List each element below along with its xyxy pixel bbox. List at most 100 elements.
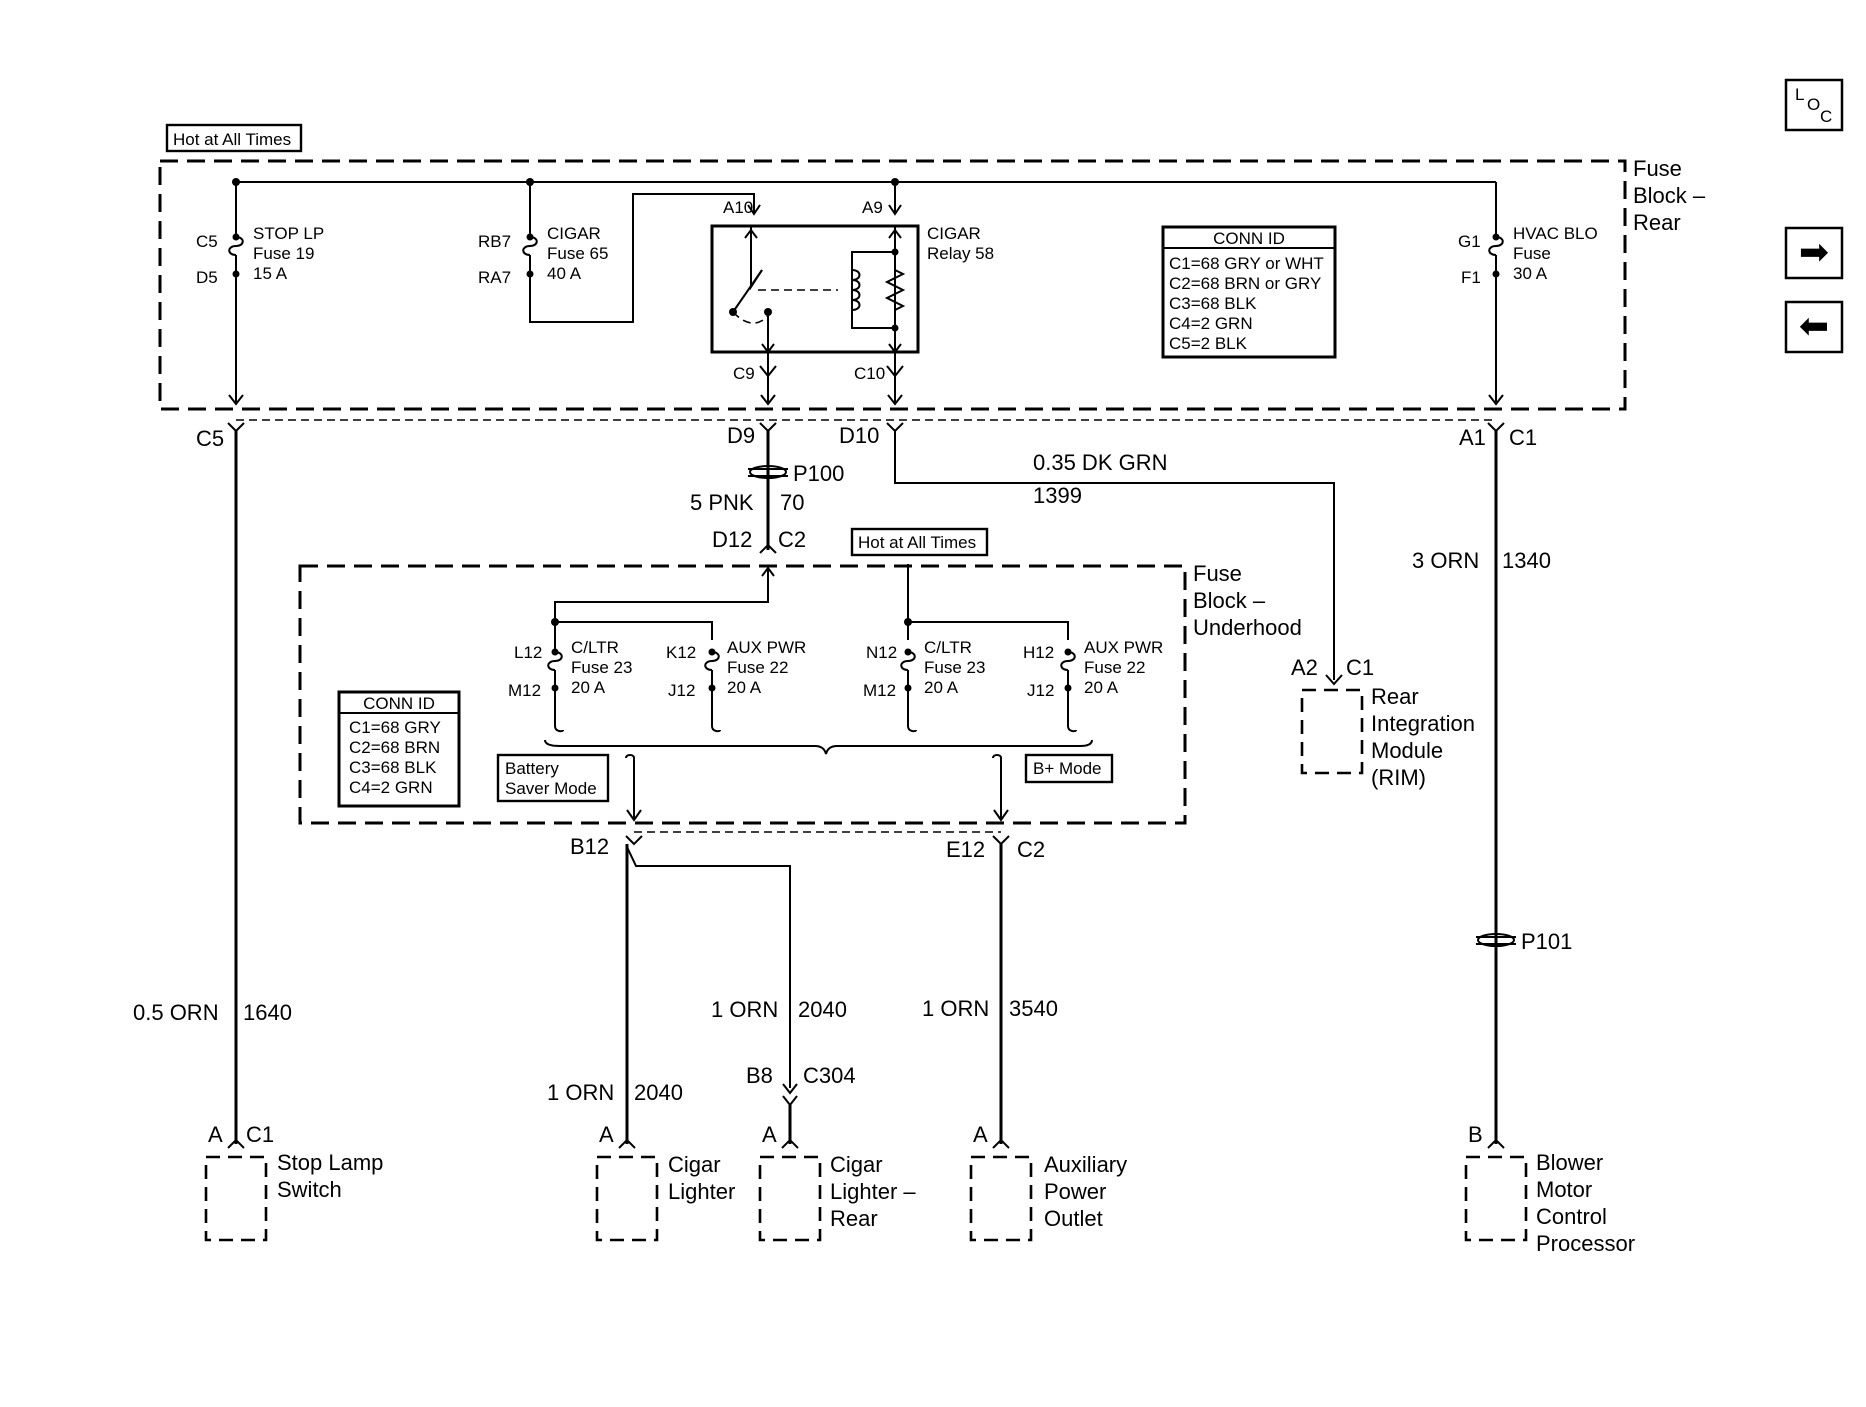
svg-text:Fuse 22: Fuse 22 bbox=[727, 658, 788, 677]
fuse-block-underhood-title: Fuse Block – Underhood bbox=[1193, 561, 1302, 640]
svg-text:C4=2 GRN: C4=2 GRN bbox=[1169, 314, 1253, 333]
svg-text:E12: E12 bbox=[946, 837, 985, 862]
svg-text:Rear: Rear bbox=[830, 1206, 878, 1231]
svg-text:C9: C9 bbox=[733, 364, 755, 383]
svg-text:C2: C2 bbox=[778, 527, 806, 552]
svg-text:Cigar: Cigar bbox=[830, 1152, 883, 1177]
svg-text:A: A bbox=[762, 1122, 777, 1147]
svg-text:N12: N12 bbox=[866, 643, 897, 662]
cigar-lighter: A Cigar Lighter bbox=[595, 1122, 735, 1242]
b-plus-mode-label: B+ Mode bbox=[1024, 753, 1114, 784]
stop-lamp-switch: A C1 Stop Lamp Switch bbox=[204, 1122, 383, 1242]
svg-text:70: 70 bbox=[780, 490, 804, 515]
svg-text:L: L bbox=[1795, 85, 1804, 104]
svg-text:C1=68 GRY or WHT: C1=68 GRY or WHT bbox=[1169, 254, 1324, 273]
svg-text:1340: 1340 bbox=[1502, 548, 1551, 573]
svg-text:Lighter –: Lighter – bbox=[830, 1179, 916, 1204]
prev-page-button[interactable]: ⬅ bbox=[1784, 300, 1844, 354]
svg-text:Auxiliary: Auxiliary bbox=[1044, 1152, 1127, 1177]
svg-text:1 ORN: 1 ORN bbox=[922, 996, 989, 1021]
underhood-bus bbox=[551, 564, 1069, 640]
cigar-fuse-65: RB7 RA7 CIGAR Fuse 65 40 A bbox=[478, 182, 761, 323]
svg-text:0.35 DK GRN: 0.35 DK GRN bbox=[1033, 450, 1168, 475]
svg-text:C304: C304 bbox=[803, 1063, 856, 1088]
svg-text:CONN ID: CONN ID bbox=[1213, 229, 1285, 248]
svg-text:2040: 2040 bbox=[634, 1080, 683, 1105]
cigar-lighter-rear: A Cigar Lighter – Rear bbox=[758, 1122, 916, 1242]
svg-text:C: C bbox=[1820, 107, 1832, 126]
svg-text:3 ORN: 3 ORN bbox=[1412, 548, 1479, 573]
svg-text:Cigar: Cigar bbox=[668, 1152, 721, 1177]
svg-text:D5: D5 bbox=[196, 268, 218, 287]
arrow-right-icon: ➡ bbox=[1799, 231, 1829, 272]
svg-text:40 A: 40 A bbox=[547, 264, 582, 283]
svg-text:AUX PWR: AUX PWR bbox=[1084, 638, 1163, 657]
svg-text:C1: C1 bbox=[246, 1122, 274, 1147]
svg-text:A: A bbox=[973, 1122, 988, 1147]
hvac-blo-fuse: G1 F1 HVAC BLO Fuse 30 A bbox=[1458, 182, 1598, 406]
svg-text:M12: M12 bbox=[508, 681, 541, 700]
svg-text:C3=68 BLK: C3=68 BLK bbox=[349, 758, 437, 777]
rear-integration-module: A2 C1 Rear Integration Module (RIM) bbox=[1291, 655, 1475, 790]
fuse-block-rear: Fuse Block – Rear bbox=[158, 156, 1706, 411]
c-ltr-fuse-23-left: L12 M12 C/LTR Fuse 23 20 A bbox=[508, 638, 632, 733]
svg-text:Integration: Integration bbox=[1371, 711, 1475, 736]
svg-text:20 A: 20 A bbox=[924, 678, 959, 697]
wire-3-orn-1340: 3 ORN 1340 P101 bbox=[1412, 431, 1572, 1149]
battery-saver-mode-label: Battery Saver Mode bbox=[496, 753, 610, 803]
svg-text:CIGAR: CIGAR bbox=[927, 224, 981, 243]
svg-text:M12: M12 bbox=[863, 681, 896, 700]
svg-text:Motor: Motor bbox=[1536, 1177, 1592, 1202]
svg-text:D12: D12 bbox=[712, 527, 752, 552]
svg-text:C/LTR: C/LTR bbox=[924, 638, 972, 657]
svg-text:C1: C1 bbox=[1346, 655, 1374, 680]
auxiliary-power-outlet: A Auxiliary Power Outlet bbox=[969, 1122, 1127, 1242]
conn-id-table-rear: CONN ID C1=68 GRY or WHT C2=68 BRN or GR… bbox=[1161, 225, 1337, 359]
svg-text:15 A: 15 A bbox=[253, 264, 288, 283]
arrow-left-icon: ⬅ bbox=[1799, 305, 1829, 346]
svg-text:Fuse: Fuse bbox=[1513, 244, 1551, 263]
svg-text:Hot at All Times: Hot at All Times bbox=[858, 533, 976, 552]
mode-brace bbox=[544, 739, 1093, 755]
wire-1-orn-2040-front: 1 ORN 2040 bbox=[547, 844, 791, 1149]
svg-text:Battery: Battery bbox=[505, 759, 559, 778]
svg-text:H12: H12 bbox=[1023, 643, 1054, 662]
svg-text:1 ORN: 1 ORN bbox=[547, 1080, 614, 1105]
loc-button[interactable]: L O C bbox=[1784, 78, 1844, 132]
wire-0-35-dk-grn-1399: 0.35 DK GRN 1399 bbox=[894, 431, 1343, 686]
svg-text:3540: 3540 bbox=[1009, 996, 1058, 1021]
hot-at-all-times-label-top: Hot at All Times bbox=[165, 123, 303, 153]
svg-text:C5: C5 bbox=[196, 232, 218, 251]
svg-text:J12: J12 bbox=[1027, 681, 1054, 700]
svg-text:0.5 ORN: 0.5 ORN bbox=[133, 1000, 219, 1025]
svg-text:Power: Power bbox=[1044, 1179, 1106, 1204]
wire-1-orn-2040-rear: 1 ORN 2040 B8 C304 bbox=[711, 997, 856, 1149]
svg-text:2040: 2040 bbox=[798, 997, 847, 1022]
aux-pwr-fuse-22-left: K12 J12 AUX PWR Fuse 22 20 A bbox=[666, 638, 806, 733]
svg-text:B+ Mode: B+ Mode bbox=[1033, 759, 1102, 778]
fuse-block-underhood: Fuse Block – Underhood bbox=[298, 561, 1302, 825]
svg-text:A: A bbox=[208, 1122, 223, 1147]
svg-text:5 PNK: 5 PNK bbox=[690, 490, 754, 515]
underhood-outputs: B12 E12 C2 bbox=[570, 754, 1045, 862]
splice-p101: P101 bbox=[1521, 929, 1572, 954]
hot-at-all-times-label-mid: Hot at All Times bbox=[850, 527, 989, 557]
svg-text:L12: L12 bbox=[514, 643, 542, 662]
svg-text:D10: D10 bbox=[839, 423, 879, 448]
svg-text:Relay 58: Relay 58 bbox=[927, 244, 994, 263]
svg-text:C5=2 BLK: C5=2 BLK bbox=[1169, 334, 1248, 353]
svg-text:20 A: 20 A bbox=[727, 678, 762, 697]
svg-text:1399: 1399 bbox=[1033, 483, 1082, 508]
svg-text:C10: C10 bbox=[854, 364, 885, 383]
svg-text:Fuse 19: Fuse 19 bbox=[253, 244, 314, 263]
svg-text:C5: C5 bbox=[196, 426, 224, 451]
svg-text:K12: K12 bbox=[666, 643, 696, 662]
cigar-relay-58: A10 A9 CIGAR Relay 58 bbox=[710, 182, 994, 354]
svg-text:A10: A10 bbox=[723, 198, 753, 217]
svg-text:CIGAR: CIGAR bbox=[547, 224, 601, 243]
svg-text:RB7: RB7 bbox=[478, 232, 511, 251]
stop-lp-fuse: C5 D5 STOP LP Fuse 19 15 A bbox=[196, 182, 324, 406]
next-page-button[interactable]: ➡ bbox=[1784, 226, 1844, 280]
svg-text:Fuse 65: Fuse 65 bbox=[547, 244, 608, 263]
